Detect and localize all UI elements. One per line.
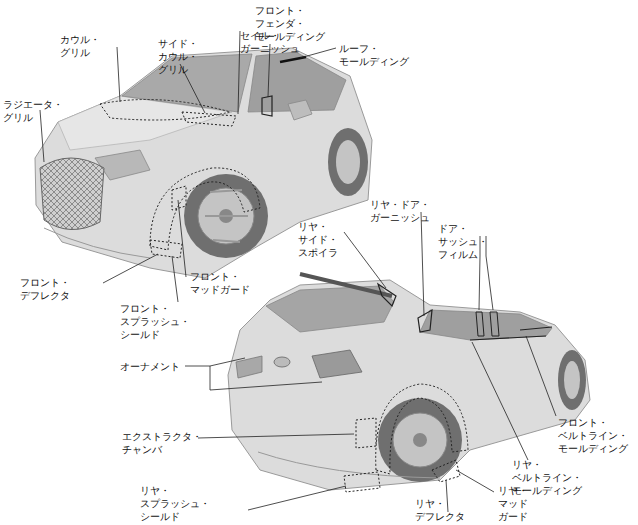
part-label: リヤ・スプラッシュ・ シールド bbox=[140, 484, 210, 523]
part-label: セイル・ガーニッシュ bbox=[240, 29, 300, 55]
front-car bbox=[35, 31, 372, 302]
part-label: ルーフ・モールディング bbox=[339, 42, 409, 68]
part-label: フロント・デフレクタ bbox=[20, 276, 70, 302]
rear-car bbox=[185, 212, 590, 512]
part-label: ドア・サッシュ・フィルム bbox=[438, 222, 488, 261]
part-label: フロント・マッドガード bbox=[190, 270, 250, 296]
part-label: リヤ・ドア・ガーニッシュ bbox=[370, 198, 430, 224]
part-label: リヤ・デフレクタ bbox=[415, 497, 465, 523]
part-label: リヤ・マッド ガード bbox=[498, 484, 528, 523]
part-label: フロント・スプラッシュ・ シールド bbox=[120, 302, 190, 341]
part-label: ラジエータ・グリル bbox=[3, 98, 63, 124]
part-label: リヤ・サイド・スポイラ bbox=[298, 220, 338, 259]
part-label: サイド・カウル・ グリル bbox=[158, 37, 198, 76]
part-label: オーナメント bbox=[120, 360, 180, 373]
part-label: フロント・ ベルトライン・ モールディング bbox=[558, 416, 628, 455]
part-label: カウル・グリル bbox=[60, 33, 100, 59]
part-label: エクストラクタ・ チャンバ bbox=[122, 430, 202, 456]
